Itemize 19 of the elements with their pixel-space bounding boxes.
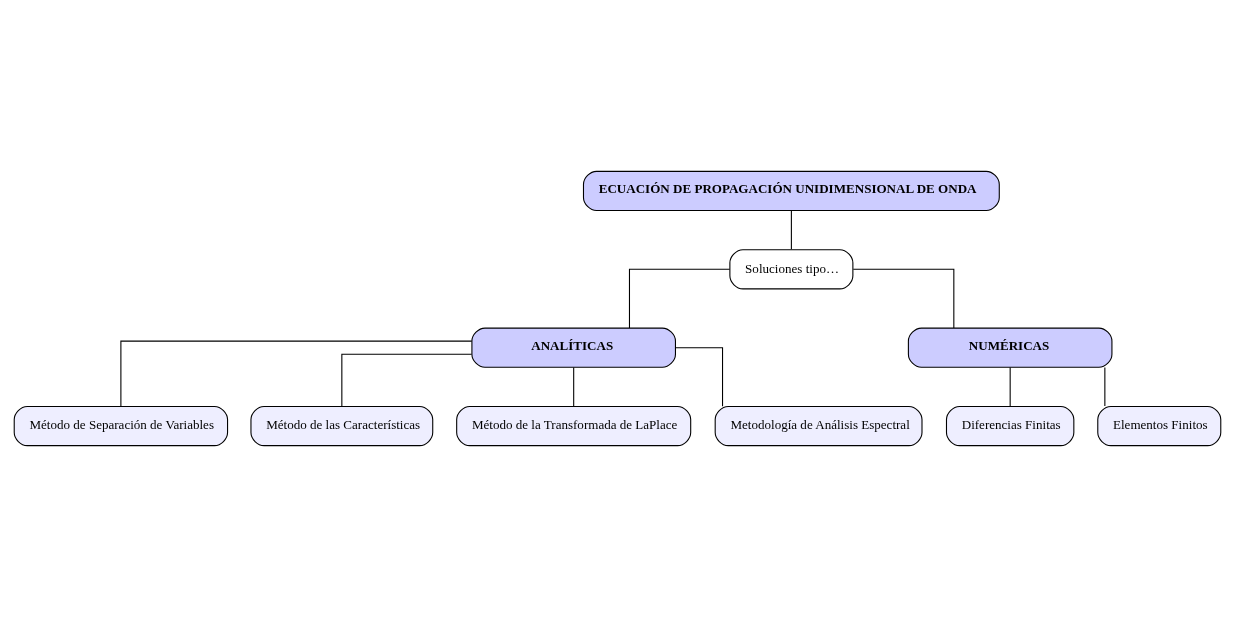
node-box: Elementos Finitos	[1097, 405, 1222, 447]
connector	[120, 340, 473, 407]
connector	[675, 347, 724, 407]
connector	[573, 366, 575, 407]
node-box: Método de las Características	[250, 405, 434, 447]
connector	[1104, 366, 1106, 407]
node-box: Método de Separación de Variables	[13, 405, 229, 447]
connector	[852, 268, 955, 329]
node-box: Método de la Transformada de LaPlace	[456, 405, 692, 447]
connector	[341, 353, 473, 407]
node-box: Soluciones tipo…	[729, 249, 854, 290]
node-box: NUMÉRICAS	[907, 327, 1113, 368]
node-box: Diferencias Finitas	[945, 405, 1075, 447]
connector	[790, 210, 792, 250]
connector	[1009, 366, 1011, 407]
node-box: Metodología de Análisis Espectral	[714, 405, 923, 447]
node-box: ANALÍTICAS	[471, 327, 676, 368]
node-box: ECUACIÓN DE PROPAGACIÓN UNIDIMENSIONAL DE ONDA	[582, 170, 1000, 212]
connector	[628, 268, 731, 329]
